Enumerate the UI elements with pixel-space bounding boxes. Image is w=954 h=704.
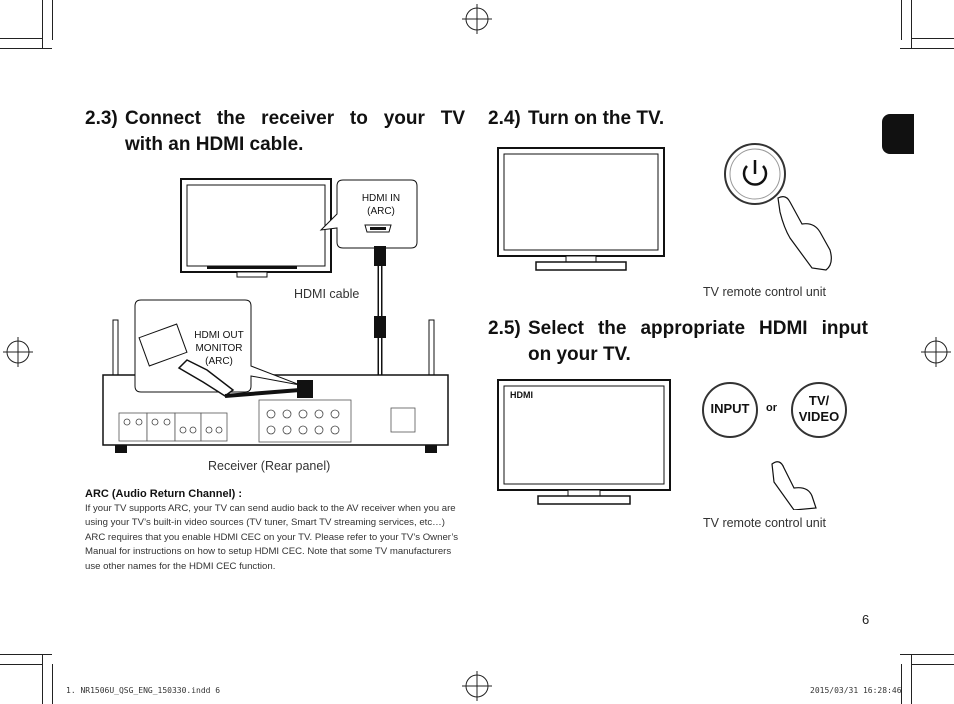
section-25-heading: 2.5) Select the appropriate HDMI input o…	[488, 316, 868, 368]
receiver-label: Receiver (Rear panel)	[208, 459, 331, 473]
tv-video-button[interactable]	[791, 382, 847, 438]
hdmi-in-label: HDMI IN	[361, 193, 401, 204]
section-24-number: 2.4)	[488, 108, 521, 129]
hdmi-screen-label: HDMI	[510, 390, 533, 400]
input-button-label: INPUT	[710, 401, 750, 416]
remote-label-1: TV remote control unit	[703, 285, 826, 299]
hdmi-out-label: HDMI OUT	[194, 330, 244, 341]
or-label: or	[766, 402, 777, 414]
section-25-number: 2.5)	[488, 318, 521, 339]
input-button[interactable]	[702, 382, 758, 438]
arc-note-body: If your TV supports ARC, your TV can sen…	[85, 503, 459, 572]
receiver-hdmi-diagram	[102, 178, 449, 453]
tv-input-diagram	[497, 379, 817, 510]
tv-video-label-line2: VIDEO	[798, 409, 840, 424]
tv-illustration	[180, 178, 332, 278]
tv-power-diagram	[497, 143, 832, 271]
section-25-title-line2: on your TV.	[528, 344, 631, 365]
page-number: 6	[862, 612, 870, 627]
power-icon	[742, 160, 768, 186]
arc-note-title: ARC (Audio Return Channel) :	[85, 488, 243, 500]
section-24-title: Turn on the TV.	[528, 108, 665, 129]
hdmi-cable-label: HDMI cable	[294, 287, 360, 301]
chapter-tab	[882, 114, 914, 154]
tv-video-label-line1: TV/	[808, 393, 830, 408]
footer-filename: 1. NR1506U_QSG_ENG_150330.indd 6	[66, 686, 221, 695]
footer-timestamp: 2015/03/31 16:28:46	[810, 686, 902, 695]
hdmi-in-arc-label: (ARC)	[367, 206, 395, 217]
hdmi-out-arc-label: (ARC)	[205, 356, 233, 367]
section-23-title-line2: with an HDMI cable.	[125, 134, 304, 155]
section-23-number: 2.3)	[85, 108, 118, 129]
section-24-heading: 2.4) Turn on the TV.	[488, 106, 878, 132]
remote-label-2: TV remote control unit	[703, 516, 826, 530]
section-23-heading: 2.3) Connect the receiver to your TV wit…	[85, 106, 465, 158]
section-23-title-line1: Connect the receiver to your TV	[125, 108, 465, 129]
monitor-label: MONITOR	[195, 343, 243, 354]
section-25-title-line1: Select the appropriate HDMI input	[528, 318, 868, 339]
